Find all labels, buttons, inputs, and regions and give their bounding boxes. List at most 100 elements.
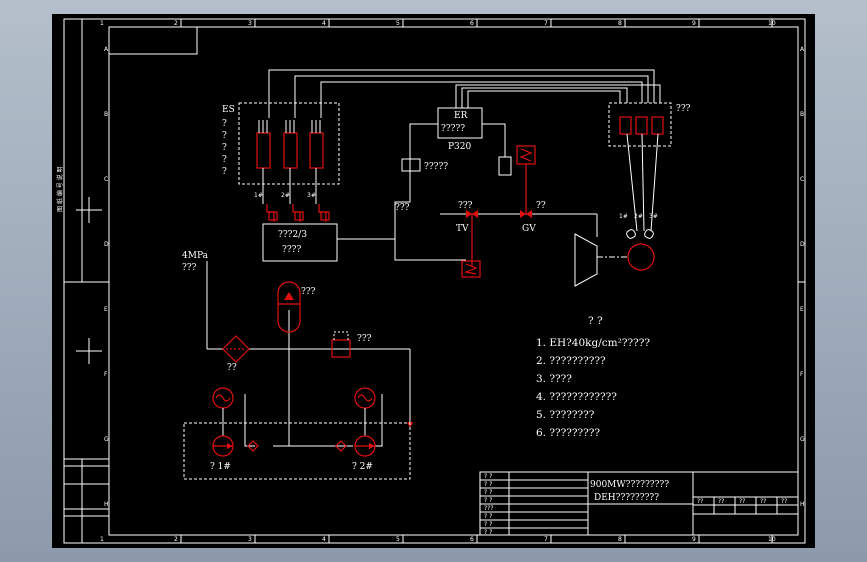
title-cell: ? ? — [484, 473, 492, 480]
pump-label: ? 2# — [352, 462, 373, 472]
turbine — [574, 233, 598, 287]
svg-text:D: D — [800, 241, 805, 248]
note-item: 5. ???????? — [536, 409, 595, 421]
svg-text:A: A — [800, 46, 805, 53]
svg-text:H: H — [800, 501, 805, 508]
sensor-label: 1# — [619, 213, 628, 220]
es-servos — [256, 120, 330, 222]
svg-text:3: 3 — [248, 536, 252, 543]
heater-label: ??? — [357, 334, 372, 344]
valve-block-box — [262, 223, 338, 262]
svg-text:7: 7 — [544, 20, 548, 27]
svg-text:10: 10 — [768, 20, 776, 27]
title-cell: ? ? — [484, 489, 492, 496]
left-strip — [64, 19, 109, 543]
zone-ticks — [64, 19, 805, 543]
svg-text:C: C — [800, 176, 804, 183]
title-cell: ? ? — [484, 513, 492, 520]
title-cell: ?? — [718, 498, 724, 505]
svg-text:F: F — [800, 371, 804, 378]
lvdt-box — [498, 156, 512, 176]
right-group-units — [619, 116, 664, 239]
tv-q-label: ??? — [458, 201, 473, 211]
svg-text:B: B — [104, 111, 108, 118]
svg-text:8: 8 — [618, 20, 622, 27]
svg-text:5: 5 — [396, 20, 400, 27]
servo-label: 2# — [281, 192, 290, 199]
er-feed-line — [394, 123, 466, 261]
es-label: ? — [222, 155, 227, 165]
note-item: 3. ???? — [536, 373, 572, 385]
notes-heading: ? ? — [588, 315, 603, 327]
svg-text:E: E — [104, 306, 108, 313]
svg-text:6: 6 — [470, 20, 474, 27]
accumulator — [277, 281, 301, 333]
gv-q-label: ?? — [536, 201, 546, 211]
es-label: ? — [222, 119, 227, 129]
svg-text:4: 4 — [322, 536, 326, 543]
title-line-2: DEH????????? — [594, 493, 659, 503]
pump-label: ? 1# — [210, 462, 231, 472]
er-signal-label: ????? — [424, 162, 448, 172]
line-label: ??? — [395, 203, 410, 213]
svg-text:2: 2 — [174, 20, 178, 27]
note-item: 2. ?????????? — [536, 355, 606, 367]
outer-border — [63, 18, 806, 544]
generator — [627, 243, 655, 271]
es-label: ? — [222, 131, 227, 141]
border-letters: A B C D E F G H A B C D E F G H — [104, 46, 805, 508]
tv-label: TV — [456, 224, 469, 234]
inner-border — [108, 26, 799, 536]
er-subtitle: ????? — [441, 124, 465, 134]
strip-text: 图 纸 编 号 说 明 — [56, 166, 64, 212]
es-label: ? — [222, 143, 227, 153]
heater — [331, 331, 351, 358]
pressure-sublabel: ??? — [182, 263, 197, 273]
drawing-sheet: ES ? ? ? ? ? 1# 2# 3# ER ????? P320 ????… — [52, 14, 815, 548]
title-cell: ?? — [739, 498, 745, 505]
svg-text:G: G — [104, 436, 109, 443]
pressure-label: 4MPa — [182, 251, 209, 261]
filter-label: ?? — [227, 363, 237, 373]
title-block — [479, 471, 799, 536]
servo-label: 3# — [307, 192, 316, 199]
title-cell: ?? — [697, 498, 703, 505]
valve-block-sublabel: ???? — [282, 245, 301, 255]
servo-label: 1# — [254, 192, 263, 199]
title-cell: ? ? — [484, 497, 492, 504]
svg-text:8: 8 — [618, 536, 622, 543]
svg-text:2: 2 — [174, 536, 178, 543]
title-cell: ?? — [760, 498, 766, 505]
er-signal-box — [401, 158, 421, 172]
signal-lines — [268, 69, 661, 118]
title-cell: ? ? — [484, 481, 492, 488]
title-cell: ??? — [484, 505, 494, 512]
sensor-label: 3# — [649, 213, 658, 220]
accumulator-label: ??? — [301, 287, 316, 297]
svg-text:1: 1 — [100, 536, 104, 543]
corner-box — [109, 27, 198, 55]
gv-label: GV — [522, 224, 536, 234]
border-numbers: 1 2 3 4 5 6 7 8 9 10 1 2 3 4 5 6 7 8 9 1… — [100, 20, 776, 543]
svg-text:H: H — [104, 501, 109, 508]
pump-unit — [183, 387, 411, 480]
note-item: 4. ???????????? — [536, 391, 617, 403]
svg-text:G: G — [800, 436, 805, 443]
svg-text:E: E — [800, 306, 804, 313]
title-line-1: 900MW????????? — [590, 480, 669, 490]
svg-text:4: 4 — [322, 20, 326, 27]
svg-text:B: B — [800, 111, 804, 118]
p320-label: P320 — [448, 142, 472, 152]
right-group-box — [608, 102, 672, 147]
svg-text:5: 5 — [396, 536, 400, 543]
svg-text:D: D — [104, 241, 109, 248]
svg-text:9: 9 — [692, 20, 696, 27]
svg-text:9: 9 — [692, 536, 696, 543]
svg-text:6: 6 — [470, 536, 474, 543]
valve-block-label: ???2/3 — [278, 230, 307, 240]
schematic-canvas: ES ? ? ? ? ? 1# 2# 3# ER ????? P320 ????… — [56, 18, 806, 544]
svg-text:3: 3 — [248, 20, 252, 27]
er-lvdt-line — [482, 123, 506, 157]
es-title: ES — [222, 105, 235, 115]
title-cell: ? ? — [484, 521, 492, 528]
